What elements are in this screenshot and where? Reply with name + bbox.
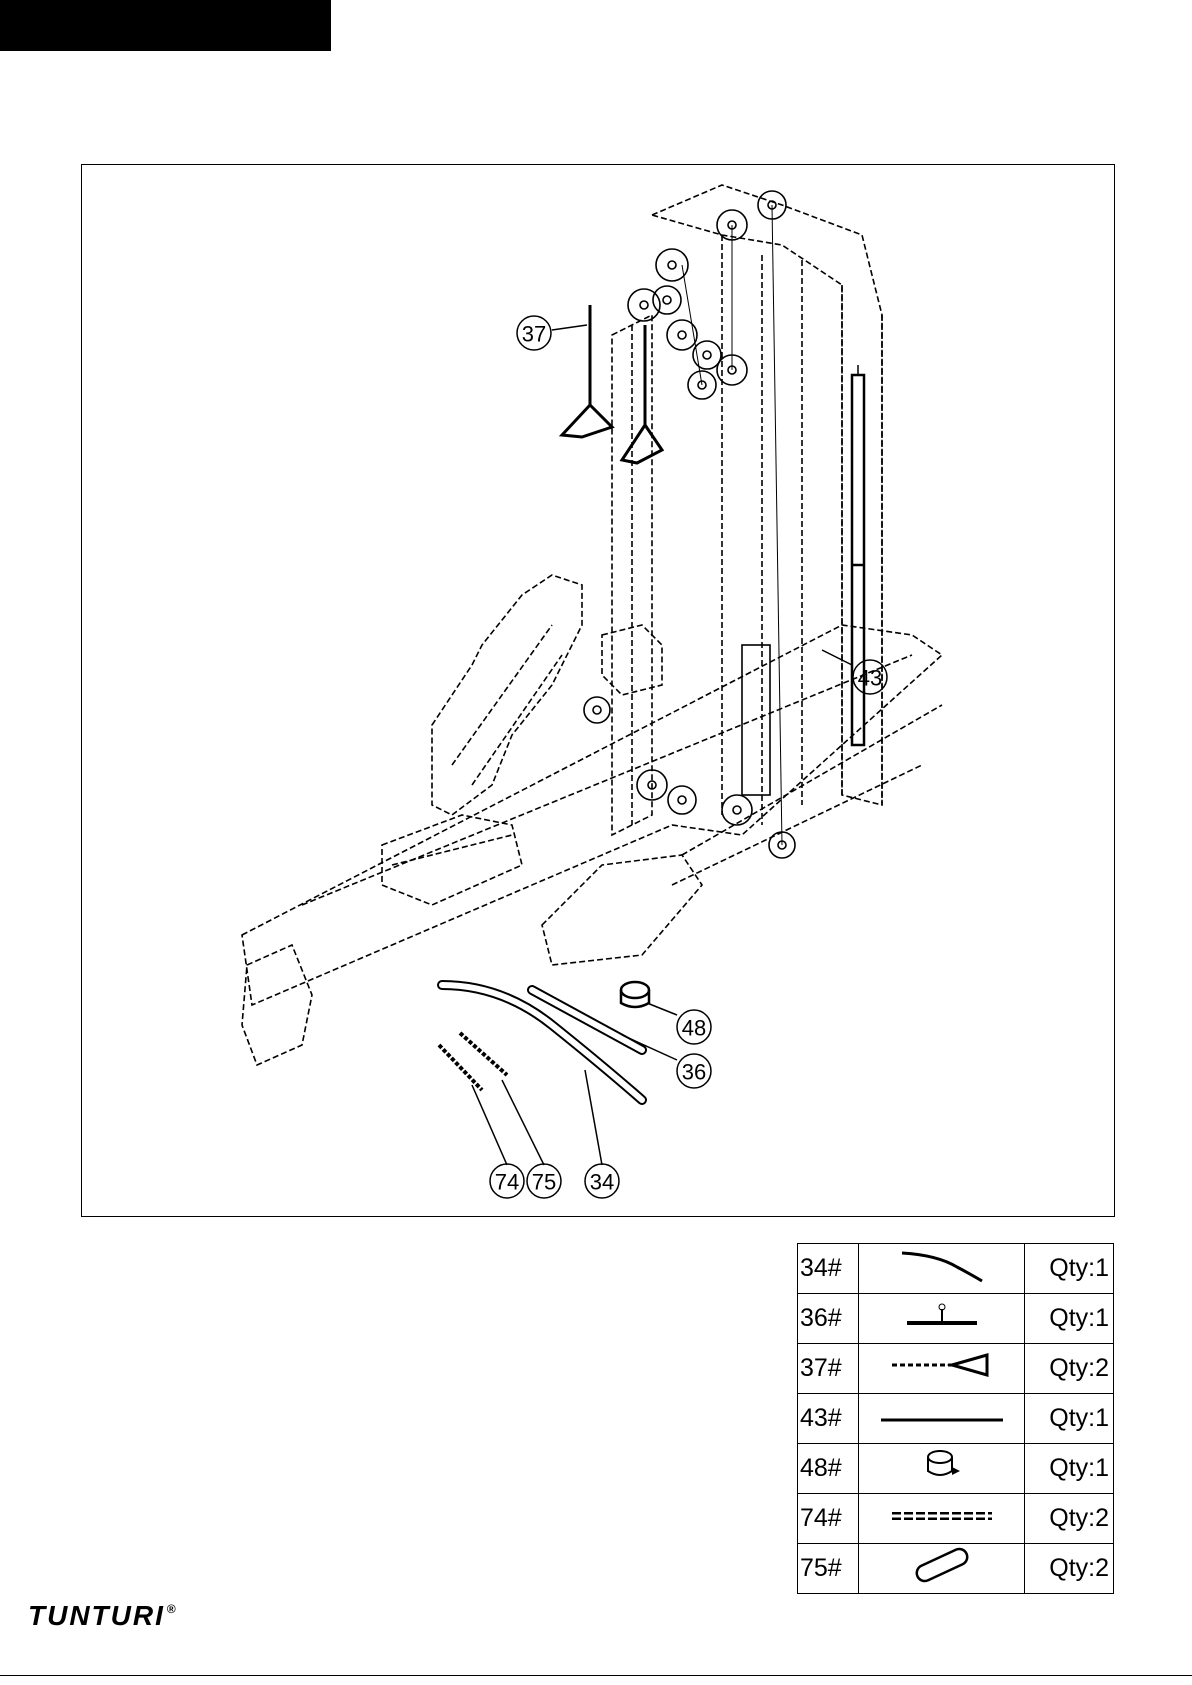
part-qty: Qty:2: [1025, 1544, 1114, 1594]
header-black-bar: [0, 0, 331, 51]
ankle-strap-icon: [922, 1447, 962, 1483]
callout-43: 43: [858, 666, 882, 691]
parts-row: 36# Qty:1: [798, 1294, 1114, 1344]
parts-list-table: 34# Qty:1 36# Qty:1 37# Qty:2 43# Qty:1 …: [797, 1243, 1114, 1594]
part-qty: Qty:1: [1025, 1444, 1114, 1494]
part-qty: Qty:1: [1025, 1294, 1114, 1344]
part-number: 43#: [798, 1394, 859, 1444]
brand-name: TUNTURI: [28, 1600, 165, 1631]
part-callouts: [472, 316, 887, 1198]
part-number: 37#: [798, 1344, 859, 1394]
callout-37: 37: [522, 322, 546, 347]
curved-bar-icon: [897, 1245, 987, 1285]
part-number: 34#: [798, 1244, 859, 1294]
callout-36: 36: [682, 1060, 706, 1085]
footer-rule: [0, 1675, 1192, 1676]
registered-mark: ®: [167, 1602, 178, 1616]
rod-icon: [877, 1414, 1007, 1426]
parts-row: 34# Qty:1: [798, 1244, 1114, 1294]
callout-75: 75: [532, 1170, 556, 1195]
parts-row: 43# Qty:1: [798, 1394, 1114, 1444]
part-number: 48#: [798, 1444, 859, 1494]
part-number: 74#: [798, 1494, 859, 1544]
carabiner-icon: [907, 1545, 977, 1585]
parts-row: 74# Qty:2: [798, 1494, 1114, 1544]
part-qty: Qty:2: [1025, 1344, 1114, 1394]
part-qty: Qty:2: [1025, 1494, 1114, 1544]
parts-row: 37# Qty:2: [798, 1344, 1114, 1394]
part-qty: Qty:1: [1025, 1244, 1114, 1294]
handle-strap-icon: [887, 1350, 997, 1380]
callout-48: 48: [682, 1016, 706, 1041]
machine-drawing: 37 43 48 36 74 75 34: [82, 165, 1116, 1218]
callout-34: 34: [590, 1170, 614, 1195]
straight-bar-icon: [902, 1299, 982, 1331]
parts-row: 48# Qty:1: [798, 1444, 1114, 1494]
assembly-figure: 37 43 48 36 74 75 34: [81, 164, 1115, 1217]
callout-74: 74: [495, 1170, 519, 1195]
part-number: 36#: [798, 1294, 859, 1344]
chain-icon: [887, 1506, 997, 1526]
part-qty: Qty:1: [1025, 1394, 1114, 1444]
part-number: 75#: [798, 1544, 859, 1594]
parts-row: 75# Qty:2: [798, 1544, 1114, 1594]
brand-logo: TUNTURI®: [28, 1600, 178, 1632]
